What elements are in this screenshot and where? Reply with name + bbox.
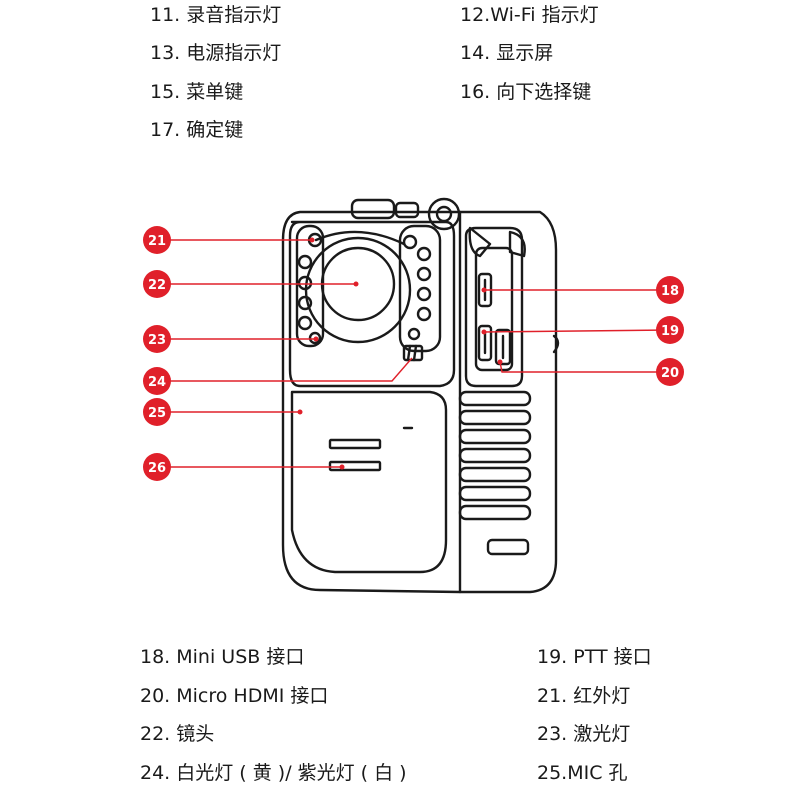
label-12: 12.Wi-Fi 指示灯: [460, 4, 599, 26]
camera-body-side: [458, 210, 558, 594]
label-19: 19. PTT 接口: [537, 646, 652, 668]
front-panel: [290, 390, 448, 574]
ptt-port: [477, 324, 493, 362]
label-14: 14. 显示屏: [460, 42, 554, 64]
callout-22-text: 22: [148, 278, 166, 293]
callout-22: 22: [143, 270, 171, 298]
label-24: 24. 白光灯 ( 黄 )/ 紫光灯 ( 白 ): [140, 762, 407, 784]
label-23: 23. 激光灯: [537, 723, 631, 745]
port-panel: [464, 226, 524, 388]
label-11: 11. 录音指示灯: [150, 4, 282, 26]
label-18: 18. Mini USB 接口: [140, 646, 305, 668]
callout-23: 23: [143, 325, 171, 353]
label-22: 22. 镜头: [140, 723, 215, 745]
top-button-mid: [394, 201, 420, 219]
top-button-left: [350, 198, 396, 220]
label-20: 20. Micro HDMI 接口: [140, 685, 329, 707]
display-slot-top: [328, 438, 382, 450]
side-grille: [458, 390, 532, 521]
callout-25: 25: [143, 398, 171, 426]
callout-23-text: 23: [148, 333, 166, 348]
callout-26: 26: [143, 453, 171, 481]
label-13: 13. 电源指示灯: [150, 42, 282, 64]
label-25: 25.MIC 孔: [537, 762, 628, 784]
label-21: 21. 红外灯: [537, 685, 631, 707]
callout-25-text: 25: [148, 406, 166, 421]
display-slot-bottom: [328, 460, 382, 472]
callout-18: 18: [656, 276, 684, 304]
laser-led: [308, 331, 322, 345]
callout-18-text: 18: [661, 284, 679, 299]
camera-body-front: [281, 210, 462, 594]
hdmi-port: [494, 328, 512, 366]
lens-housing: [288, 220, 456, 388]
callout-19: 19: [656, 316, 684, 344]
callout-24-text: 24: [148, 375, 166, 390]
top-button-right: [427, 197, 461, 231]
callout-20-text: 20: [661, 366, 679, 381]
callout-24: 24: [143, 367, 171, 395]
label-16: 16. 向下选择键: [460, 81, 592, 103]
callout-21-text: 21: [148, 234, 166, 249]
callout-20: 20: [656, 358, 684, 386]
label-17: 17. 确定键: [150, 119, 244, 141]
callout-26-text: 26: [148, 461, 166, 476]
label-15: 15. 菜单键: [150, 81, 244, 103]
side-slot: [486, 538, 530, 556]
callout-19-text: 19: [661, 324, 679, 339]
callout-21: 21: [143, 226, 171, 254]
